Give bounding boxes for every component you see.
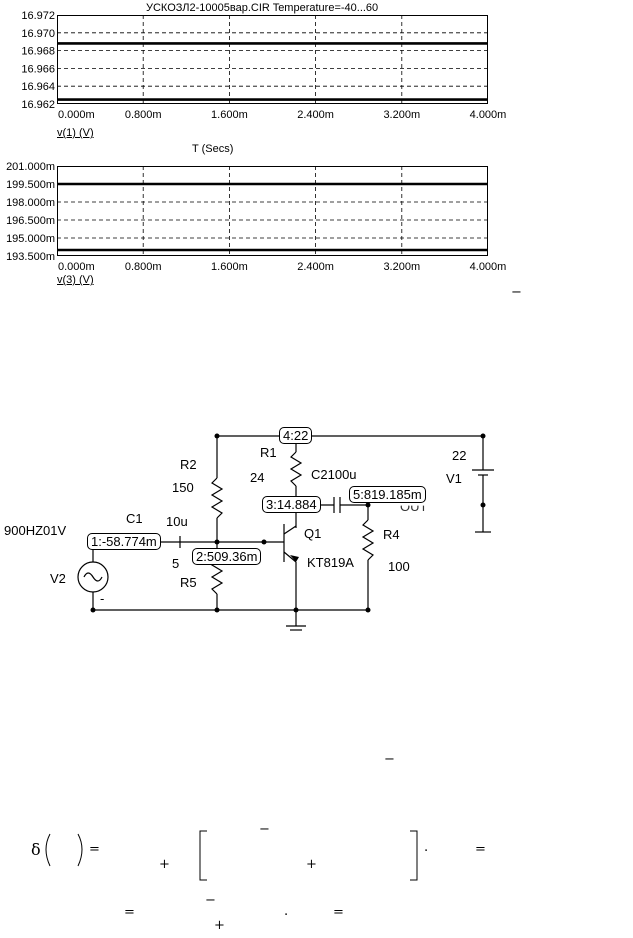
chart-1-y-tick-label: 16.966 — [21, 63, 55, 75]
label-v1: V1 — [446, 471, 462, 486]
chart-2-y-tick-label: 196.500m — [6, 215, 55, 227]
label-v2-minus: - — [100, 591, 105, 606]
plus-1: + — [159, 857, 170, 872]
label-q1: Q1 — [304, 526, 322, 541]
label-r4: R4 — [383, 527, 400, 542]
label-out: OUT — [400, 499, 428, 514]
chart-1-x-tick-label: 0.800m — [125, 109, 162, 121]
probe-node-5: 5:819.185m — [349, 486, 426, 503]
label-r1-value: 24 — [250, 470, 265, 485]
label-v1-value: 22 — [452, 448, 467, 463]
chart-2: 201.000m 199.500m 198.000m 196.500m 195.000m… — [6, 161, 507, 273]
plus-3: + — [214, 918, 225, 933]
chart-2-y-tick-label: 198.000m — [6, 197, 55, 209]
equals-4: = — [333, 905, 344, 920]
bar-mark-2: − — [384, 752, 395, 767]
chart-2-y-tick-label: 195.000m — [6, 233, 55, 245]
chart-1-y-axis-label: v(1) (V) — [57, 127, 94, 139]
probe-node-1: 1:-58.774m — [87, 533, 161, 550]
chart-1-y-tick-label: 16.962 — [21, 99, 55, 111]
label-r4-value: 100 — [388, 559, 410, 574]
chart-1-x-tick-label: 1.600m — [211, 109, 248, 121]
label-r2-value: 150 — [172, 480, 194, 495]
chart-2-plot-area — [57, 166, 488, 256]
probe-node-3: 3:14.884 — [262, 496, 321, 513]
chart-2-y-tick-label: 201.000m — [6, 161, 55, 173]
label-c1: C1 — [126, 511, 143, 526]
chart-2-x-tick-label: 2.400m — [297, 261, 334, 273]
label-v2: V2 — [50, 571, 66, 586]
chart-2-x-tick-label: 3.200m — [383, 261, 420, 273]
equals-2: = — [475, 842, 486, 857]
chart-1-x-tick-label: 4.000m — [470, 109, 507, 121]
label-r5-value: 5 — [172, 556, 180, 571]
probe-node-4: 4:22 — [279, 427, 313, 444]
bar-mark-3: − — [259, 822, 270, 837]
chart-1-y-tick-label: 16.970 — [21, 28, 55, 40]
label-v2-source: 900HZ01V — [4, 523, 67, 538]
chart-1-x-tick-label: 0.000m — [58, 109, 95, 121]
chart-2-x-tick-label: 4.000m — [470, 261, 507, 273]
chart-2-y-axis-label: v(3) (V) — [57, 274, 94, 286]
label-r1: R1 — [260, 445, 277, 460]
chart-1-x-axis-label: T (Secs) — [192, 143, 234, 155]
label-c1-value: 10u — [166, 514, 188, 529]
chart-1-plot-area — [57, 15, 488, 104]
circuit-schematic — [77, 433, 494, 631]
bar-mark-4: − — [205, 893, 216, 908]
chart-1-x-tick-label: 2.400m — [297, 109, 334, 121]
label-c2: C2100u — [311, 467, 357, 482]
chart-1-title: УСКОЗЛ2-10005вар.CIR Temperature=-40...6… — [146, 2, 379, 14]
delta-symbol: δ — [31, 840, 41, 859]
chart-2-x-tick-label: 0.800m — [125, 261, 162, 273]
chart-1-y-tick-label: 16.972 — [21, 10, 55, 22]
equals-1: = — [89, 842, 100, 857]
chart-1-x-tick-label: 3.200m — [383, 109, 420, 121]
label-q1-model: KT819A — [307, 555, 354, 570]
dot-1: . — [424, 840, 429, 855]
chart-2-x-tick-label: 0.000m — [58, 261, 95, 273]
chart-1: 16.972 16.970 16.968 16.966 16.964 16.9620.00… — [21, 10, 507, 121]
chart-2-y-tick-label: 193.500m — [6, 251, 55, 263]
equals-3: = — [124, 905, 135, 920]
chart-2-y-tick-label: 199.500m — [6, 179, 55, 191]
dot-2: . — [284, 904, 289, 919]
chart-1-y-tick-label: 16.964 — [21, 81, 55, 93]
chart-2-x-tick-label: 1.600m — [211, 261, 248, 273]
probe-node-2: 2:509.36m — [192, 548, 262, 565]
chart-1-y-tick-label: 16.968 — [21, 46, 55, 58]
label-r2: R2 — [180, 457, 197, 472]
plus-2: + — [306, 857, 317, 872]
label-r5: R5 — [180, 575, 197, 590]
bar-mark-1: − — [511, 285, 522, 300]
